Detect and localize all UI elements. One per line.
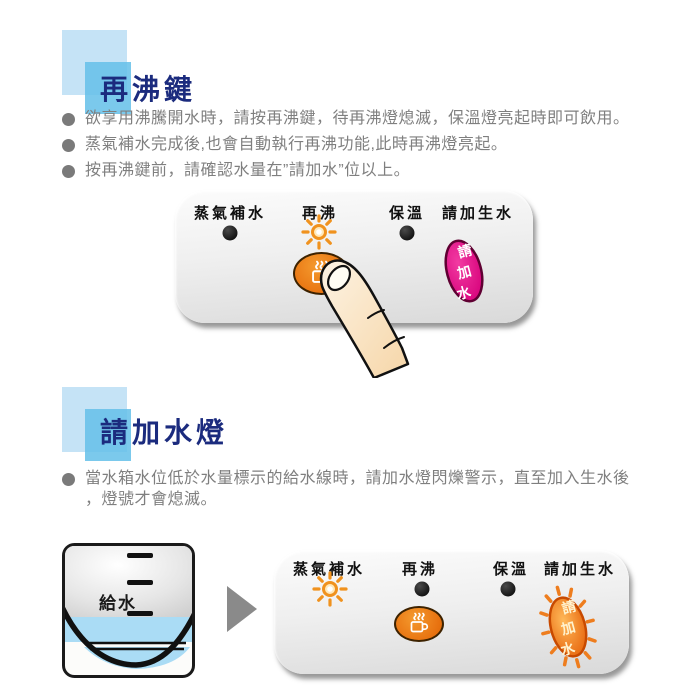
- steaming-cup-icon: [410, 612, 429, 633]
- steam-refill-led-off-icon: [222, 225, 238, 241]
- note-text: 欲享用沸騰開水時，請按再沸鍵，待再沸燈熄滅，保溫燈亮起時即可飲用。: [85, 110, 630, 127]
- list-item: 蒸氣補水完成後,也會自動執行再沸功能,此時再沸燈亮起。: [62, 134, 677, 155]
- pressing-finger-illustration: [319, 259, 410, 378]
- reboil-notes-list: 欲享用沸騰開水時，請按再沸鍵，待再沸燈熄滅，保溫燈亮起時即可飲用。 蒸氣補水完成…: [62, 108, 677, 186]
- add-water-char: 加: [454, 262, 473, 281]
- label-add-raw-water: 請加生水: [543, 561, 617, 578]
- label-reboil: 再沸: [301, 205, 339, 222]
- list-item: 按再沸鍵前，請確認水量在”請加水”位以上。: [62, 160, 677, 181]
- bullet-icon: [62, 165, 75, 178]
- add-water-char: 水: [455, 283, 474, 302]
- label-steam-refill: 蒸氣補水: [193, 205, 267, 222]
- label-keep-warm: 保溫: [492, 561, 530, 578]
- label-add-raw-water: 請加生水: [441, 205, 515, 222]
- label-keep-warm: 保溫: [388, 205, 426, 222]
- add-water-button-flashing[interactable]: 請 加 水: [533, 582, 603, 674]
- bullet-icon: [62, 139, 75, 152]
- label-steam-refill: 蒸氣補水: [292, 561, 366, 578]
- title-decor-square-front: [85, 62, 131, 114]
- tank-water-supply-label: 給水: [99, 594, 137, 613]
- add-water-char: 加: [558, 618, 577, 637]
- section-add-water: 請加水燈 當水箱水位低於水量標示的給水線時，請加水燈閃爍警示，直至加入生水後 ，…: [0, 380, 700, 700]
- control-panel-add-water: 蒸氣補水 再沸 保溫 請加生水: [274, 550, 629, 674]
- add-water-char: 請: [456, 242, 474, 261]
- add-water-button[interactable]: 請 加 水: [429, 226, 499, 318]
- add-water-notes-list: 當水箱水位低於水量標示的給水線時，請加水燈閃爍警示，直至加入生水後 ，燈號才會熄…: [62, 468, 677, 515]
- note-text: 按再沸鍵前，請確認水量在”請加水”位以上。: [85, 162, 411, 179]
- bullet-icon: [62, 473, 75, 486]
- label-reboil: 再沸: [401, 561, 439, 578]
- list-item: 當水箱水位低於水量標示的給水線時，請加水燈閃爍警示，直至加入生水後 ，燈號才會熄…: [62, 468, 677, 510]
- section-title-reboil: 再沸鍵: [100, 74, 197, 105]
- note-text: 當水箱水位低於水量標示的給水線時，請加水燈閃爍警示，直至加入生水後 ，燈號才會熄…: [85, 470, 630, 508]
- title-decor-square-front: [85, 409, 131, 461]
- keep-warm-led-off-icon: [500, 581, 516, 597]
- steam-refill-led-on-icon: [312, 571, 348, 607]
- add-water-char: 請: [560, 598, 578, 617]
- reboil-led-off-icon: [414, 581, 430, 597]
- list-item: 欲享用沸騰開水時，請按再沸鍵，待再沸燈熄滅，保溫燈亮起時即可飲用。: [62, 108, 677, 129]
- note-text: 蒸氣補水完成後,也會自動執行再沸功能,此時再沸燈亮起。: [85, 136, 508, 153]
- add-water-char: 水: [559, 639, 578, 658]
- reboil-led-on-icon: [301, 214, 337, 250]
- section-title-add-water: 請加水燈: [100, 417, 229, 448]
- flashing-rays-icon: [539, 585, 597, 669]
- bullet-icon: [62, 113, 75, 126]
- keep-warm-led-off-icon: [399, 225, 415, 241]
- arrow-right-icon: [227, 586, 257, 632]
- water-tank-illustration: [62, 543, 195, 678]
- section-reboil: 再沸鍵 欲享用沸騰開水時，請按再沸鍵，待再沸燈熄滅，保溫燈亮起時即可飲用。 蒸氣…: [62, 30, 677, 378]
- reboil-button[interactable]: [394, 606, 444, 642]
